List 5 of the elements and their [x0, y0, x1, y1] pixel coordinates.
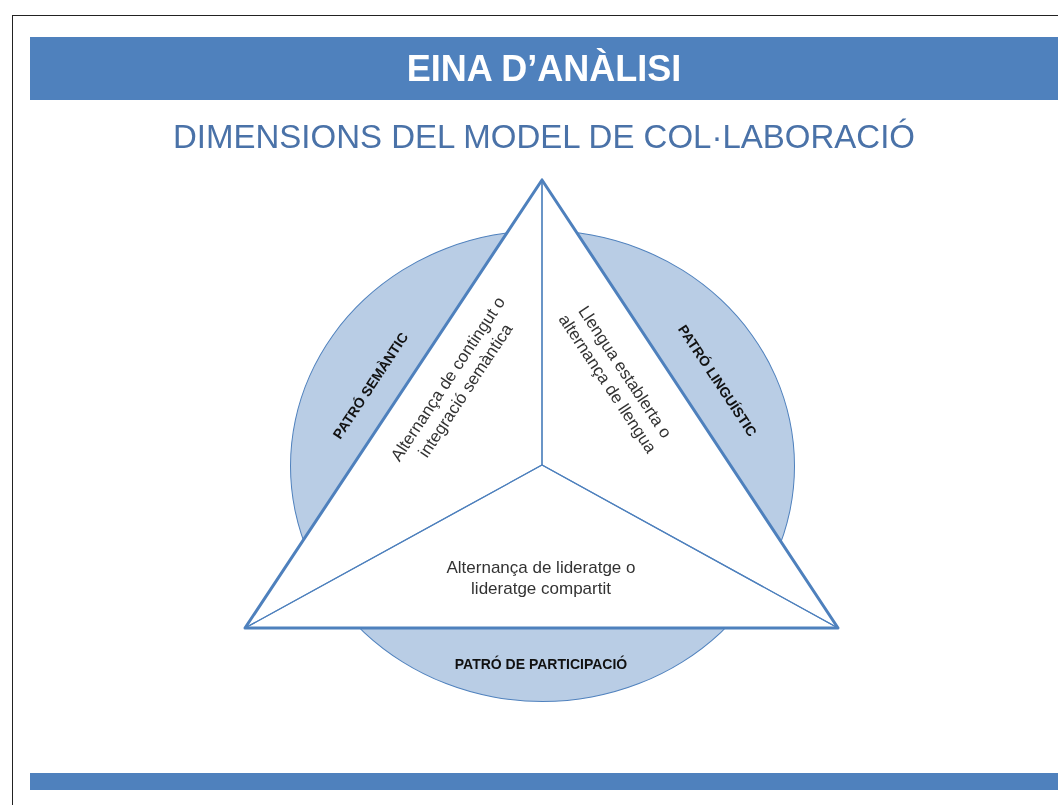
subtitle: DIMENSIONS DEL MODEL DE COL·LABORACIÓ: [172, 118, 915, 155]
title: EINA D’ANÀLISI: [406, 48, 682, 90]
segment-label: PATRÓ DE PARTICIPACIÓ: [453, 656, 629, 674]
dimension-text: Alternança de lideratge o lideratge compartit: [445, 556, 637, 600]
triangle-section: [245, 465, 838, 628]
